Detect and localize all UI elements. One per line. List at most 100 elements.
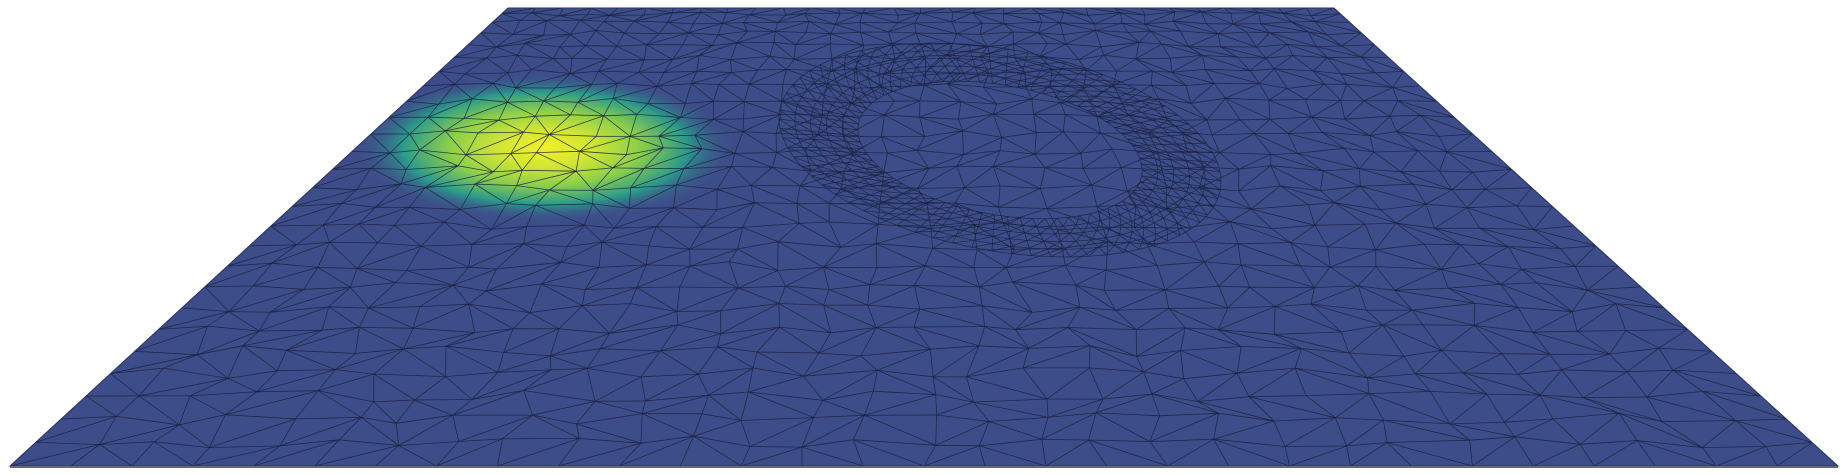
mesh-edge [876,243,933,249]
mesh-edge [1116,58,1137,72]
mesh-edge [463,101,508,119]
mesh-edge [1368,393,1384,421]
mesh-edge [844,109,848,116]
mesh-edge [457,165,494,173]
mesh-edge [744,83,750,102]
mesh-edge [849,87,858,99]
mesh-edge [1127,98,1159,116]
mesh-edge [700,8,702,13]
mesh-edge [1256,44,1288,48]
mesh-edge [877,204,881,225]
mesh-edge [1140,181,1156,186]
mesh-edge [966,345,980,378]
mesh-edge [601,226,657,243]
mesh-edge [777,241,824,268]
mesh-edge [1152,117,1166,121]
mesh-edge [822,390,874,401]
mesh-edge [497,369,551,373]
mesh-edge [860,355,878,371]
mesh-edge [876,326,914,328]
mesh-edge [1095,398,1104,414]
mesh-edge [1389,100,1399,117]
mesh-edge [867,64,881,69]
mesh-edge [1340,100,1346,120]
mesh-edge [1382,309,1413,326]
mesh-edge [810,115,812,124]
mesh-edge [1040,184,1092,189]
mesh-edge [1152,119,1163,129]
mesh-edge [1128,196,1143,203]
mesh-edge [1397,100,1455,118]
mesh-edge [1561,369,1584,398]
mesh-edge [276,350,287,371]
mesh-edge [757,351,819,354]
mesh-edge [980,31,1014,35]
mesh-edge [1022,218,1033,226]
mesh-edge [1095,79,1112,87]
mesh-edge [491,204,536,230]
mesh-edge [1341,73,1393,88]
mesh-edge [848,202,874,207]
mesh-edge [1269,32,1317,47]
mesh-edge [1202,55,1206,70]
mesh-edge [645,245,650,265]
mesh-edge [1661,420,1736,422]
mesh-edge [1088,79,1097,86]
mesh-edge [370,133,391,154]
mesh-edge [1017,83,1034,88]
mesh-edge [860,177,871,185]
mesh-edge [1109,218,1111,229]
mesh-edge [913,326,980,347]
mesh-edge [1030,86,1048,91]
mesh-edge [785,285,824,306]
mesh-edge [688,32,713,46]
mesh-edge [592,187,631,191]
mesh-edge [952,212,967,217]
mesh-edge [582,287,637,307]
mesh-edge [1009,225,1023,232]
mesh-edge [829,221,879,225]
mesh-edge [801,166,825,175]
mesh-edge [1089,213,1100,222]
mesh-edge [1075,222,1089,226]
mesh-edge [994,221,1009,225]
mesh-edge [1068,215,1080,218]
mesh-edge [1141,169,1158,179]
mesh-edge [777,223,800,243]
mesh-edge [1190,222,1201,230]
mesh-edge [919,116,963,132]
mesh-edge [1189,176,1205,188]
mesh-edge [777,13,805,23]
mesh-edge [468,303,514,330]
mesh-edge [1108,112,1119,119]
mesh-edge [852,439,864,466]
mesh-edge [1127,139,1133,146]
mesh-edge [1002,222,1015,250]
mesh-edge [189,391,257,397]
mesh-edge [891,32,917,45]
mesh-edge [641,373,699,378]
mesh-edge [270,306,329,313]
mesh-edge [862,107,867,114]
mesh-edge [1042,91,1061,94]
mesh-edge [1340,84,1348,101]
mesh-edge [1259,68,1275,84]
mesh-edge [938,208,953,214]
mesh-edge [584,224,603,243]
mesh-edge [919,117,925,137]
mesh-edge [1040,70,1058,76]
mesh-edge [1020,217,1033,219]
mesh-edge [1122,242,1130,253]
mesh-edge [736,42,770,57]
mesh-edge [1334,185,1361,204]
mesh-edge [1156,206,1164,219]
mesh-edge [1037,32,1048,44]
mesh-edge [1241,346,1302,349]
mesh-edge [158,325,208,330]
mesh-edge [990,68,992,77]
mesh-edge [549,114,571,135]
mesh-edge [1199,214,1208,223]
mesh-edge [888,22,898,33]
mesh-edge [1119,224,1122,236]
mesh-edge [1213,439,1230,466]
